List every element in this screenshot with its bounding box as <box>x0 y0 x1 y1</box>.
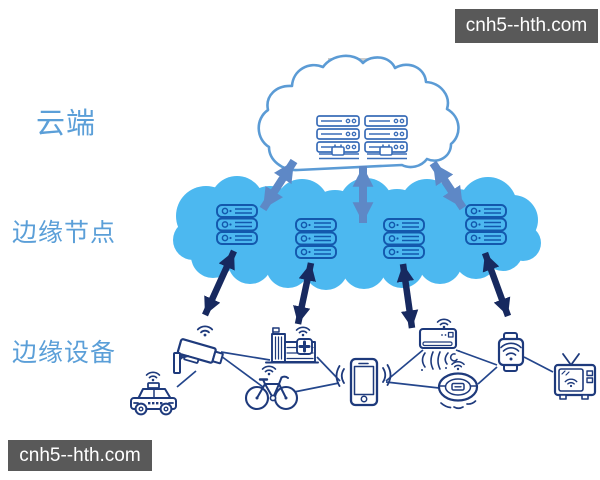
smart-tv-icon <box>553 353 597 400</box>
edge-cloud-shape <box>173 176 541 290</box>
cloud-edge-arrow-right <box>429 160 467 211</box>
smartphone-icon <box>335 357 392 407</box>
edge-device-arrow-2 <box>293 262 316 325</box>
watermark-top-right: cnh5--hth.com <box>455 9 598 43</box>
edge-device-arrow-3 <box>396 263 419 329</box>
label-edge-nodes-layer: 边缘节点 <box>12 219 117 247</box>
ac-airflow <box>421 350 460 371</box>
network-plug-icons <box>319 144 407 160</box>
label-edge-devices-layer: 边缘设备 <box>12 339 117 367</box>
cloud-edge-arrow-left <box>259 158 298 212</box>
bicycle-icon <box>244 365 299 411</box>
air-conditioner-icon <box>418 318 460 371</box>
cloud-edge-arrows <box>259 158 467 224</box>
smart-socket-icon <box>497 332 525 372</box>
edge-device-arrow-4 <box>481 251 512 318</box>
watermark-bottom-left: cnh5--hth.com <box>8 440 152 471</box>
edge-device-arrow-1 <box>202 249 237 317</box>
robot-vacuum-icon <box>437 360 479 410</box>
edge-device-arrows <box>202 249 512 329</box>
socket-wifi-icon <box>500 342 522 361</box>
cloud-server-rack <box>316 115 408 160</box>
cloud-shape <box>257 54 460 172</box>
device-links <box>176 349 554 393</box>
surveillance-camera-icon <box>173 325 224 374</box>
label-cloud-layer: 云端 <box>36 108 97 140</box>
tv-antenna <box>562 353 580 366</box>
hospital-building-icon <box>265 326 319 364</box>
police-car-icon <box>130 371 177 416</box>
